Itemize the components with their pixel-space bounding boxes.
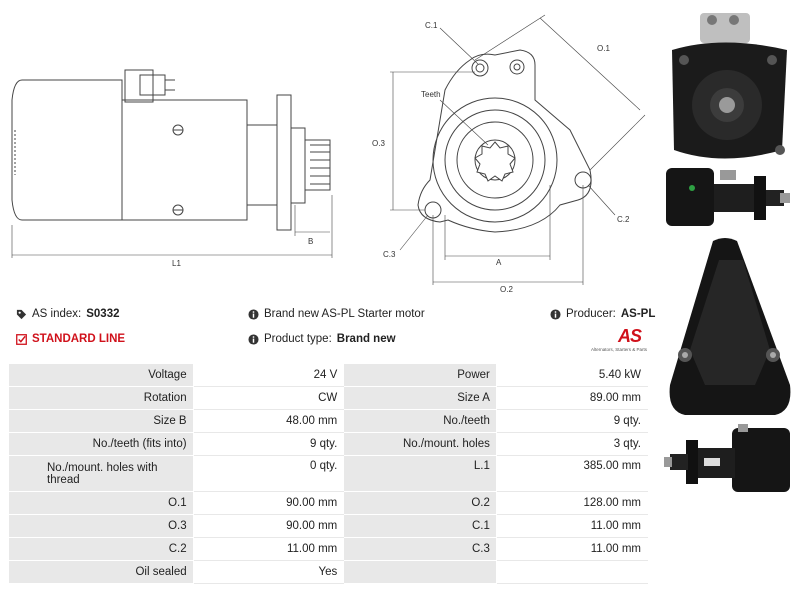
spec-key: Power bbox=[343, 363, 497, 387]
spec-value: 128.00 mm bbox=[495, 491, 649, 515]
spec-value: 5.40 kW bbox=[495, 363, 649, 387]
spec-key: Rotation bbox=[8, 386, 194, 410]
spec-key: Size A bbox=[343, 386, 497, 410]
spec-key: C.1 bbox=[343, 514, 497, 538]
spec-value bbox=[495, 560, 649, 584]
as-pl-logo: AS Alternators, Starters & Parts bbox=[585, 326, 647, 356]
dim-o3-label: O.3 bbox=[372, 139, 385, 148]
spec-value: 11.00 mm bbox=[495, 537, 649, 561]
product-description: Brand new AS-PL Starter motor bbox=[248, 308, 425, 320]
product-photo-side[interactable] bbox=[662, 162, 794, 232]
producer-label: Producer: bbox=[566, 308, 616, 320]
spec-key: Voltage bbox=[8, 363, 194, 387]
product-type-value: Brand new bbox=[336, 333, 396, 345]
teeth-label: Teeth bbox=[421, 90, 441, 99]
spec-value: 11.00 mm bbox=[192, 537, 345, 561]
producer: Producer: AS-PL bbox=[550, 308, 655, 320]
dim-b-label: B bbox=[308, 237, 313, 246]
as-index: AS index: S0332 bbox=[16, 308, 120, 320]
spec-value: 90.00 mm bbox=[192, 514, 345, 538]
spec-key: O.2 bbox=[343, 491, 497, 515]
product-photo-label-side[interactable] bbox=[662, 422, 794, 502]
spec-key bbox=[343, 560, 497, 584]
spec-value: 9 qty. bbox=[192, 432, 345, 456]
dim-l1-label: L1 bbox=[172, 259, 181, 268]
spec-key: Oil sealed bbox=[8, 560, 194, 584]
spec-key: Size B bbox=[8, 409, 194, 433]
technical-drawing: L1 B C.1 O.1 O.3 Teeth C.2 C.3 A bbox=[11, 14, 646, 294]
dim-c3-label: C.3 bbox=[383, 250, 396, 259]
spec-key: O.1 bbox=[8, 491, 194, 515]
standard-line-text: STANDARD LINE bbox=[32, 333, 126, 345]
front-view-drawing bbox=[390, 14, 646, 285]
checkbox-checked-icon bbox=[16, 333, 27, 345]
spec-key: No./teeth bbox=[343, 409, 497, 433]
gear-teeth bbox=[474, 141, 516, 182]
dim-a-label: A bbox=[496, 258, 502, 267]
product-photo-front[interactable] bbox=[662, 5, 794, 165]
spec-key: No./teeth (fits into) bbox=[8, 432, 194, 456]
spec-value: 385.00 mm bbox=[495, 455, 649, 492]
info-icon bbox=[550, 308, 561, 320]
spec-value: 48.00 mm bbox=[192, 409, 345, 433]
info-icon bbox=[248, 308, 259, 320]
spec-key: No./mount. holes bbox=[343, 432, 497, 456]
description-text: Brand new AS-PL Starter motor bbox=[264, 308, 425, 320]
as-index-label: AS index: bbox=[32, 308, 82, 320]
spec-value: 3 qty. bbox=[495, 432, 649, 456]
spec-key: L.1 bbox=[343, 455, 497, 492]
spec-key: O.3 bbox=[8, 514, 194, 538]
spec-value: Yes bbox=[192, 560, 345, 584]
as-index-value: S0332 bbox=[86, 308, 120, 320]
dim-c2-label: C.2 bbox=[617, 215, 630, 224]
tag-icon bbox=[16, 309, 27, 319]
product-type: Product type: Brand new bbox=[248, 333, 396, 345]
spec-key: C.3 bbox=[343, 537, 497, 561]
spec-value: 90.00 mm bbox=[192, 491, 345, 515]
spec-key: No./mount. holes with thread bbox=[8, 455, 194, 492]
spec-value: 24 V bbox=[192, 363, 345, 387]
dim-o2-label: O.2 bbox=[500, 285, 513, 294]
dim-c1-label: C.1 bbox=[425, 21, 438, 30]
dim-o1-label: O.1 bbox=[597, 44, 610, 53]
spec-value: 89.00 mm bbox=[495, 386, 649, 410]
spec-value: 11.00 mm bbox=[495, 514, 649, 538]
logo-tagline: Alternators, Starters & Parts bbox=[590, 347, 647, 352]
side-view-drawing bbox=[11, 69, 333, 258]
spec-value: 0 qty. bbox=[192, 455, 345, 492]
info-icon bbox=[248, 333, 259, 345]
logo-mark: AS bbox=[617, 326, 642, 346]
standard-line-badge: STANDARD LINE bbox=[16, 333, 125, 345]
spec-key: C.2 bbox=[8, 537, 194, 561]
table-row: No./teeth (fits into)9 qty.No./mount. ho… bbox=[8, 432, 649, 456]
spec-value: CW bbox=[192, 386, 345, 410]
producer-value: AS-PL bbox=[620, 308, 656, 320]
spec-value: 9 qty. bbox=[495, 409, 649, 433]
product-type-label: Product type: bbox=[264, 333, 332, 345]
product-photo-rear-cover[interactable] bbox=[665, 235, 795, 425]
